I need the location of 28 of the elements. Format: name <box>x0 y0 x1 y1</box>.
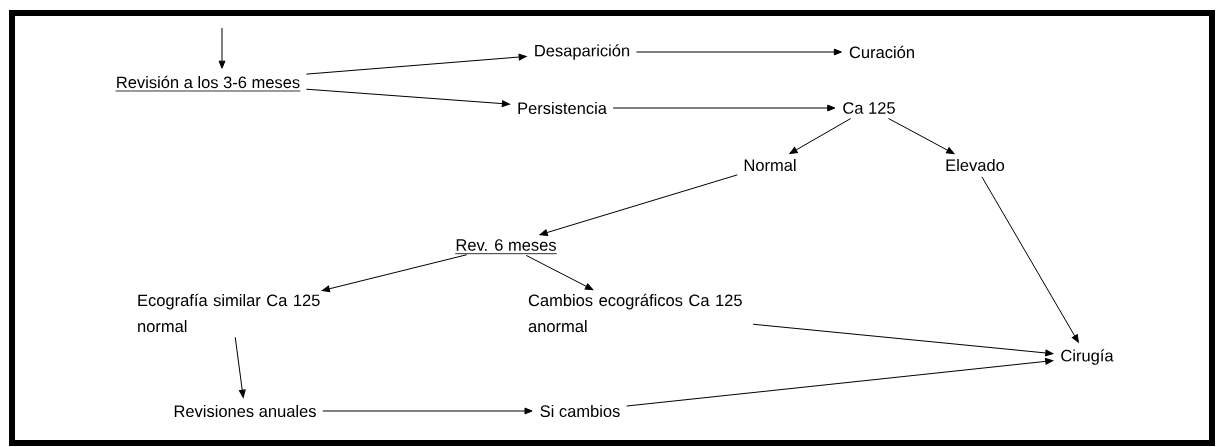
arrow <box>626 358 1054 407</box>
arrow <box>635 48 842 56</box>
arrow <box>789 118 852 155</box>
underlined-text: Revisión a los 3-6 meses <box>115 75 301 92</box>
text-label: Normal <box>744 158 796 172</box>
text-label: Si cambios <box>540 404 620 418</box>
text-label: Persistencia <box>518 101 607 115</box>
text-label: Ecografía similar Ca 125 normal <box>138 293 320 333</box>
arrow <box>539 174 738 236</box>
text-label: Curación <box>849 45 914 59</box>
text-label: Elevado <box>946 158 1005 172</box>
text-label: Cirugía <box>1061 349 1114 365</box>
arrow <box>612 104 836 112</box>
arrow <box>305 53 527 75</box>
arrow <box>752 323 1054 357</box>
text-label: Ca 125 <box>843 102 895 114</box>
text-label: Cambios ecográficos Ca 125 anormal <box>528 293 742 333</box>
text-label: Revisiones anuales <box>174 404 316 418</box>
arrow <box>305 88 510 107</box>
underlined-text: Rev. 6 meses <box>454 239 558 255</box>
text-label: Desaparición <box>535 44 630 60</box>
arrow <box>218 27 226 69</box>
arrow <box>322 407 533 415</box>
arrow <box>981 176 1079 343</box>
arrow <box>525 254 594 291</box>
arrow <box>321 254 468 293</box>
arrow <box>887 117 955 155</box>
arrow <box>234 336 246 398</box>
